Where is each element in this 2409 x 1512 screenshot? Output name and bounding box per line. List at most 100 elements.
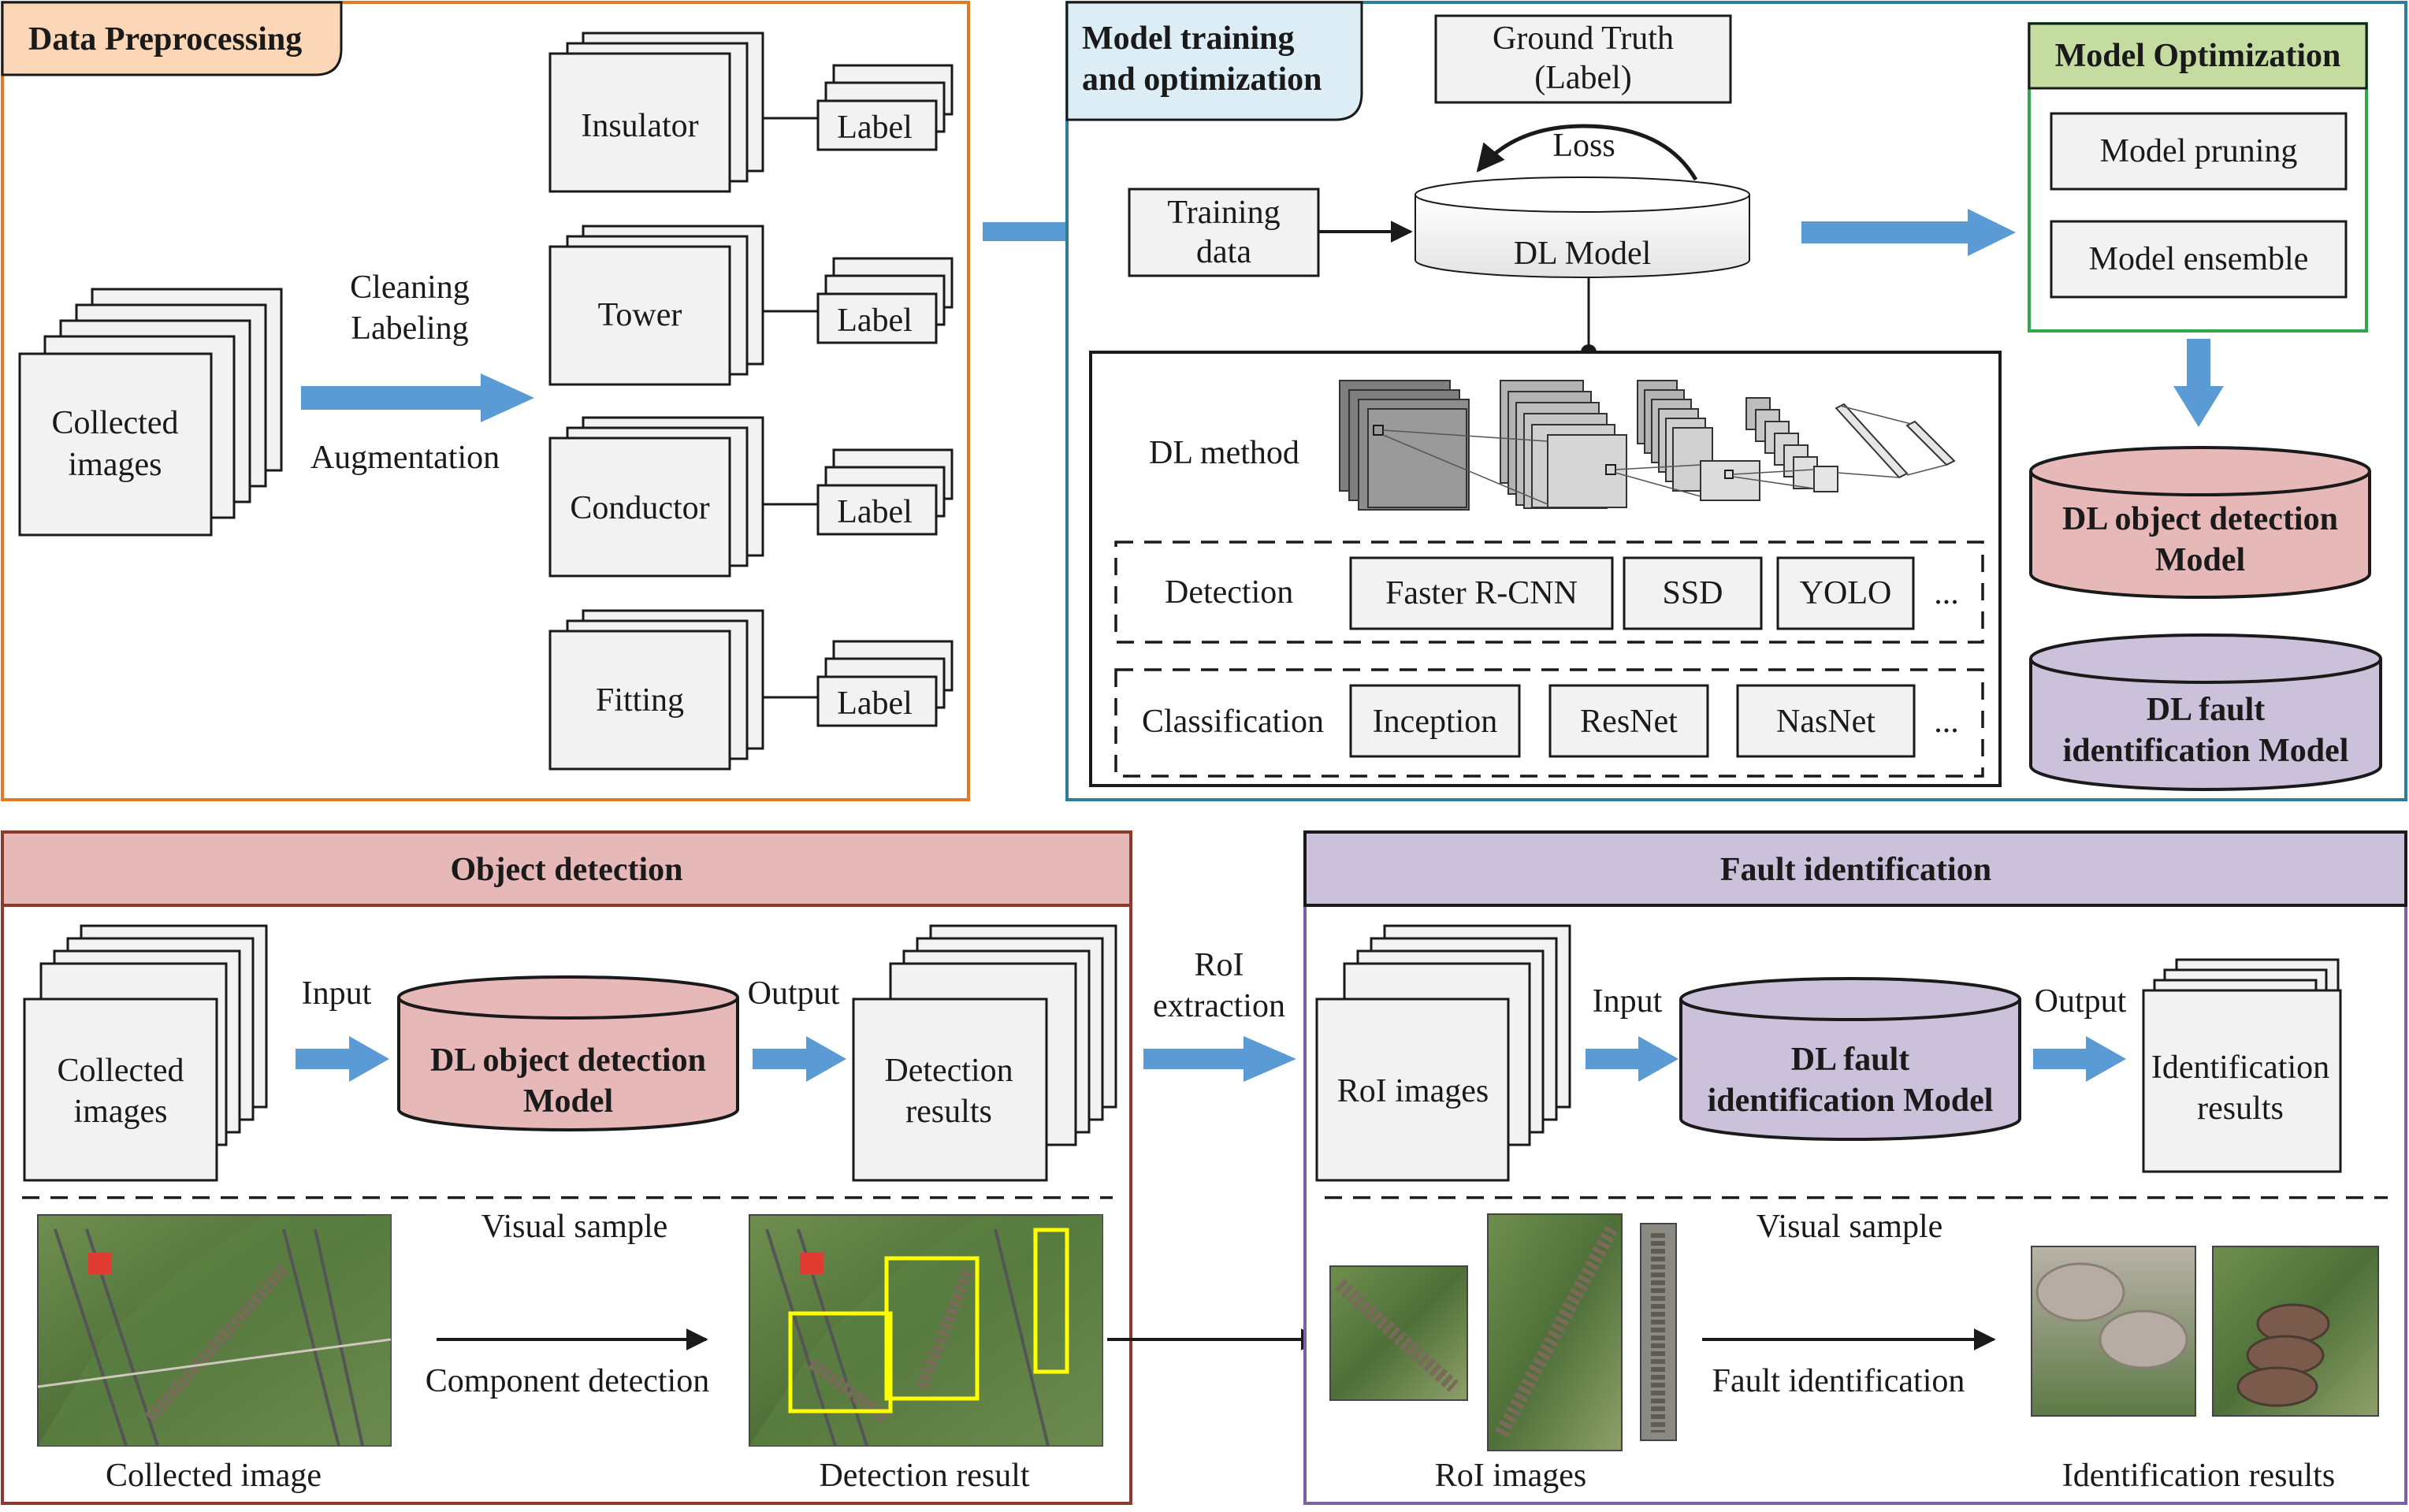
od-results-line1: Detection	[884, 1053, 1013, 1089]
od-visual-sample: Visual sample	[481, 1209, 668, 1245]
roi-extraction-arrow	[1143, 1036, 1296, 1082]
method-ssd	[1623, 556, 1763, 630]
method-label: NasNet	[1776, 704, 1876, 740]
od-detection-results-stack: Detection results	[852, 924, 1117, 1182]
ground-truth-box	[1434, 14, 1732, 104]
roi-line1: RoI	[1195, 947, 1244, 983]
collected-image-photo	[37, 1214, 392, 1447]
collected-images-stack: Collected images	[18, 288, 283, 537]
label-tag: Label	[837, 110, 913, 146]
component-fitting: Fitting Label	[548, 609, 954, 771]
to-optimization-arrow	[1801, 209, 2016, 256]
method-inception	[1349, 684, 1521, 758]
fi-output-arrow	[2033, 1036, 2126, 1082]
opt-detection-model-cylinder: DL object detection Model	[2029, 446, 2371, 599]
method-resnet	[1548, 684, 1709, 758]
opt-fault-model-line1: DL fault	[2147, 692, 2266, 728]
fi-model-line2: identification Model	[1708, 1083, 1994, 1119]
dl-model-cylinder: DL Model	[1415, 176, 1750, 278]
identification-results-stack: Identification results	[2142, 958, 2342, 1173]
roi-images-label: RoI images	[1337, 1073, 1489, 1109]
fault-identification-panel: Fault identification RoI images Input DL…	[1303, 830, 2407, 1505]
model-ensemble-box	[2050, 220, 2348, 299]
loss-arrow	[1476, 124, 1698, 181]
fi-results-line2: results	[2197, 1090, 2284, 1127]
component-detection-label: Component detection	[426, 1363, 709, 1399]
component-name: Conductor	[570, 490, 709, 526]
method-label: Inception	[1373, 704, 1498, 740]
dl-method-label: DL method	[1149, 435, 1299, 471]
optimization-down-arrow	[2173, 339, 2224, 427]
component-insulator: Insulator Label	[548, 32, 954, 193]
bbox-insulator-1	[788, 1311, 893, 1414]
identification-result-photos	[2031, 1246, 2379, 1417]
component-name: Tower	[598, 297, 682, 333]
roi-line2: extraction	[1153, 988, 1285, 1024]
od-output-label: Output	[748, 975, 840, 1012]
fi-roi-caption: RoI images	[1435, 1458, 1586, 1494]
object-detection-panel: Object detection Collected images Input …	[1, 830, 1132, 1505]
label-tag: Label	[837, 685, 913, 722]
fi-input-label: Input	[1593, 983, 1663, 1020]
training-data-line2: data	[1196, 234, 1251, 270]
method-yolo	[1776, 556, 1915, 630]
component-tower: Tower Label	[548, 225, 954, 386]
od-collected-caption: Collected image	[106, 1458, 322, 1494]
opt-detection-model-line1: DL object detection	[2062, 501, 2338, 537]
od-collected-line1: Collected	[58, 1053, 184, 1089]
od-collected-images-stack: Collected images	[23, 924, 268, 1182]
od-detection-caption: Detection result	[819, 1458, 1029, 1494]
training-title-line1: Model training	[1082, 20, 1295, 57]
collected-images-line1: Collected	[52, 405, 179, 441]
detection-methods-group	[1114, 541, 1984, 644]
loss-label: Loss	[1552, 128, 1615, 164]
method-label: Faster R-CNN	[1385, 575, 1578, 611]
model-pruning-label: Model pruning	[2100, 133, 2298, 169]
method-label: SSD	[1662, 575, 1723, 611]
opt-fault-model-cylinder: DL fault identification Model	[2029, 633, 2382, 791]
preprocessing-header	[1, 1, 343, 76]
bbox-insulator-2	[884, 1256, 980, 1401]
method-faster-rcnn	[1349, 556, 1614, 630]
fault-title: Fault identification	[1720, 852, 1991, 888]
od-input-label: Input	[302, 975, 372, 1012]
fi-results-caption: Identification results	[2062, 1458, 2335, 1494]
fi-input-arrow	[1586, 1036, 1678, 1082]
detection-more: ...	[1934, 575, 1959, 611]
od-output-arrow	[753, 1036, 846, 1082]
opt-fault-model-line2: identification Model	[2063, 733, 2349, 769]
detection-label: Detection	[1165, 574, 1293, 611]
method-label: ResNet	[1580, 704, 1678, 740]
od-model-line1: DL object detection	[430, 1042, 706, 1079]
optimization-header	[2028, 22, 2368, 90]
bbox-insulator-3	[1033, 1228, 1069, 1374]
classification-more: ...	[1934, 704, 1959, 740]
component-conductor: Conductor Label	[548, 416, 954, 578]
object-detection-header	[1, 830, 1132, 907]
od-input-arrow	[296, 1036, 389, 1082]
fi-model-cylinder: DL fault identification Model	[1679, 977, 2021, 1141]
component-name: Fitting	[596, 682, 684, 719]
preprocessing-title: Data Preprocessing	[28, 21, 302, 58]
fault-identification-label: Fault identification	[1712, 1363, 1965, 1399]
training-title-line2: and optimization	[1082, 61, 1322, 98]
step-labeling: Labeling	[351, 310, 468, 347]
label-tag: Label	[837, 494, 913, 530]
label-tag: Label	[837, 303, 913, 339]
roi-images-stack: RoI images	[1315, 924, 1571, 1182]
od-results-line2: results	[905, 1094, 992, 1130]
od-model-cylinder: DL object detection Model	[397, 975, 739, 1131]
ground-truth-line1: Ground Truth	[1493, 20, 1674, 57]
optimization-title: Model Optimization	[2055, 38, 2341, 74]
training-data-box	[1128, 188, 1320, 277]
opt-detection-model-line2: Model	[2155, 542, 2245, 578]
step-augmentation: Augmentation	[310, 440, 500, 476]
step-cleaning: Cleaning	[350, 269, 470, 306]
component-name: Insulator	[581, 108, 698, 144]
fi-visual-sample: Visual sample	[1757, 1209, 1943, 1245]
fi-output-label: Output	[2035, 983, 2127, 1020]
training-header	[1065, 1, 1363, 121]
training-data-line1: Training	[1167, 195, 1280, 231]
fault-header	[1303, 830, 2407, 907]
